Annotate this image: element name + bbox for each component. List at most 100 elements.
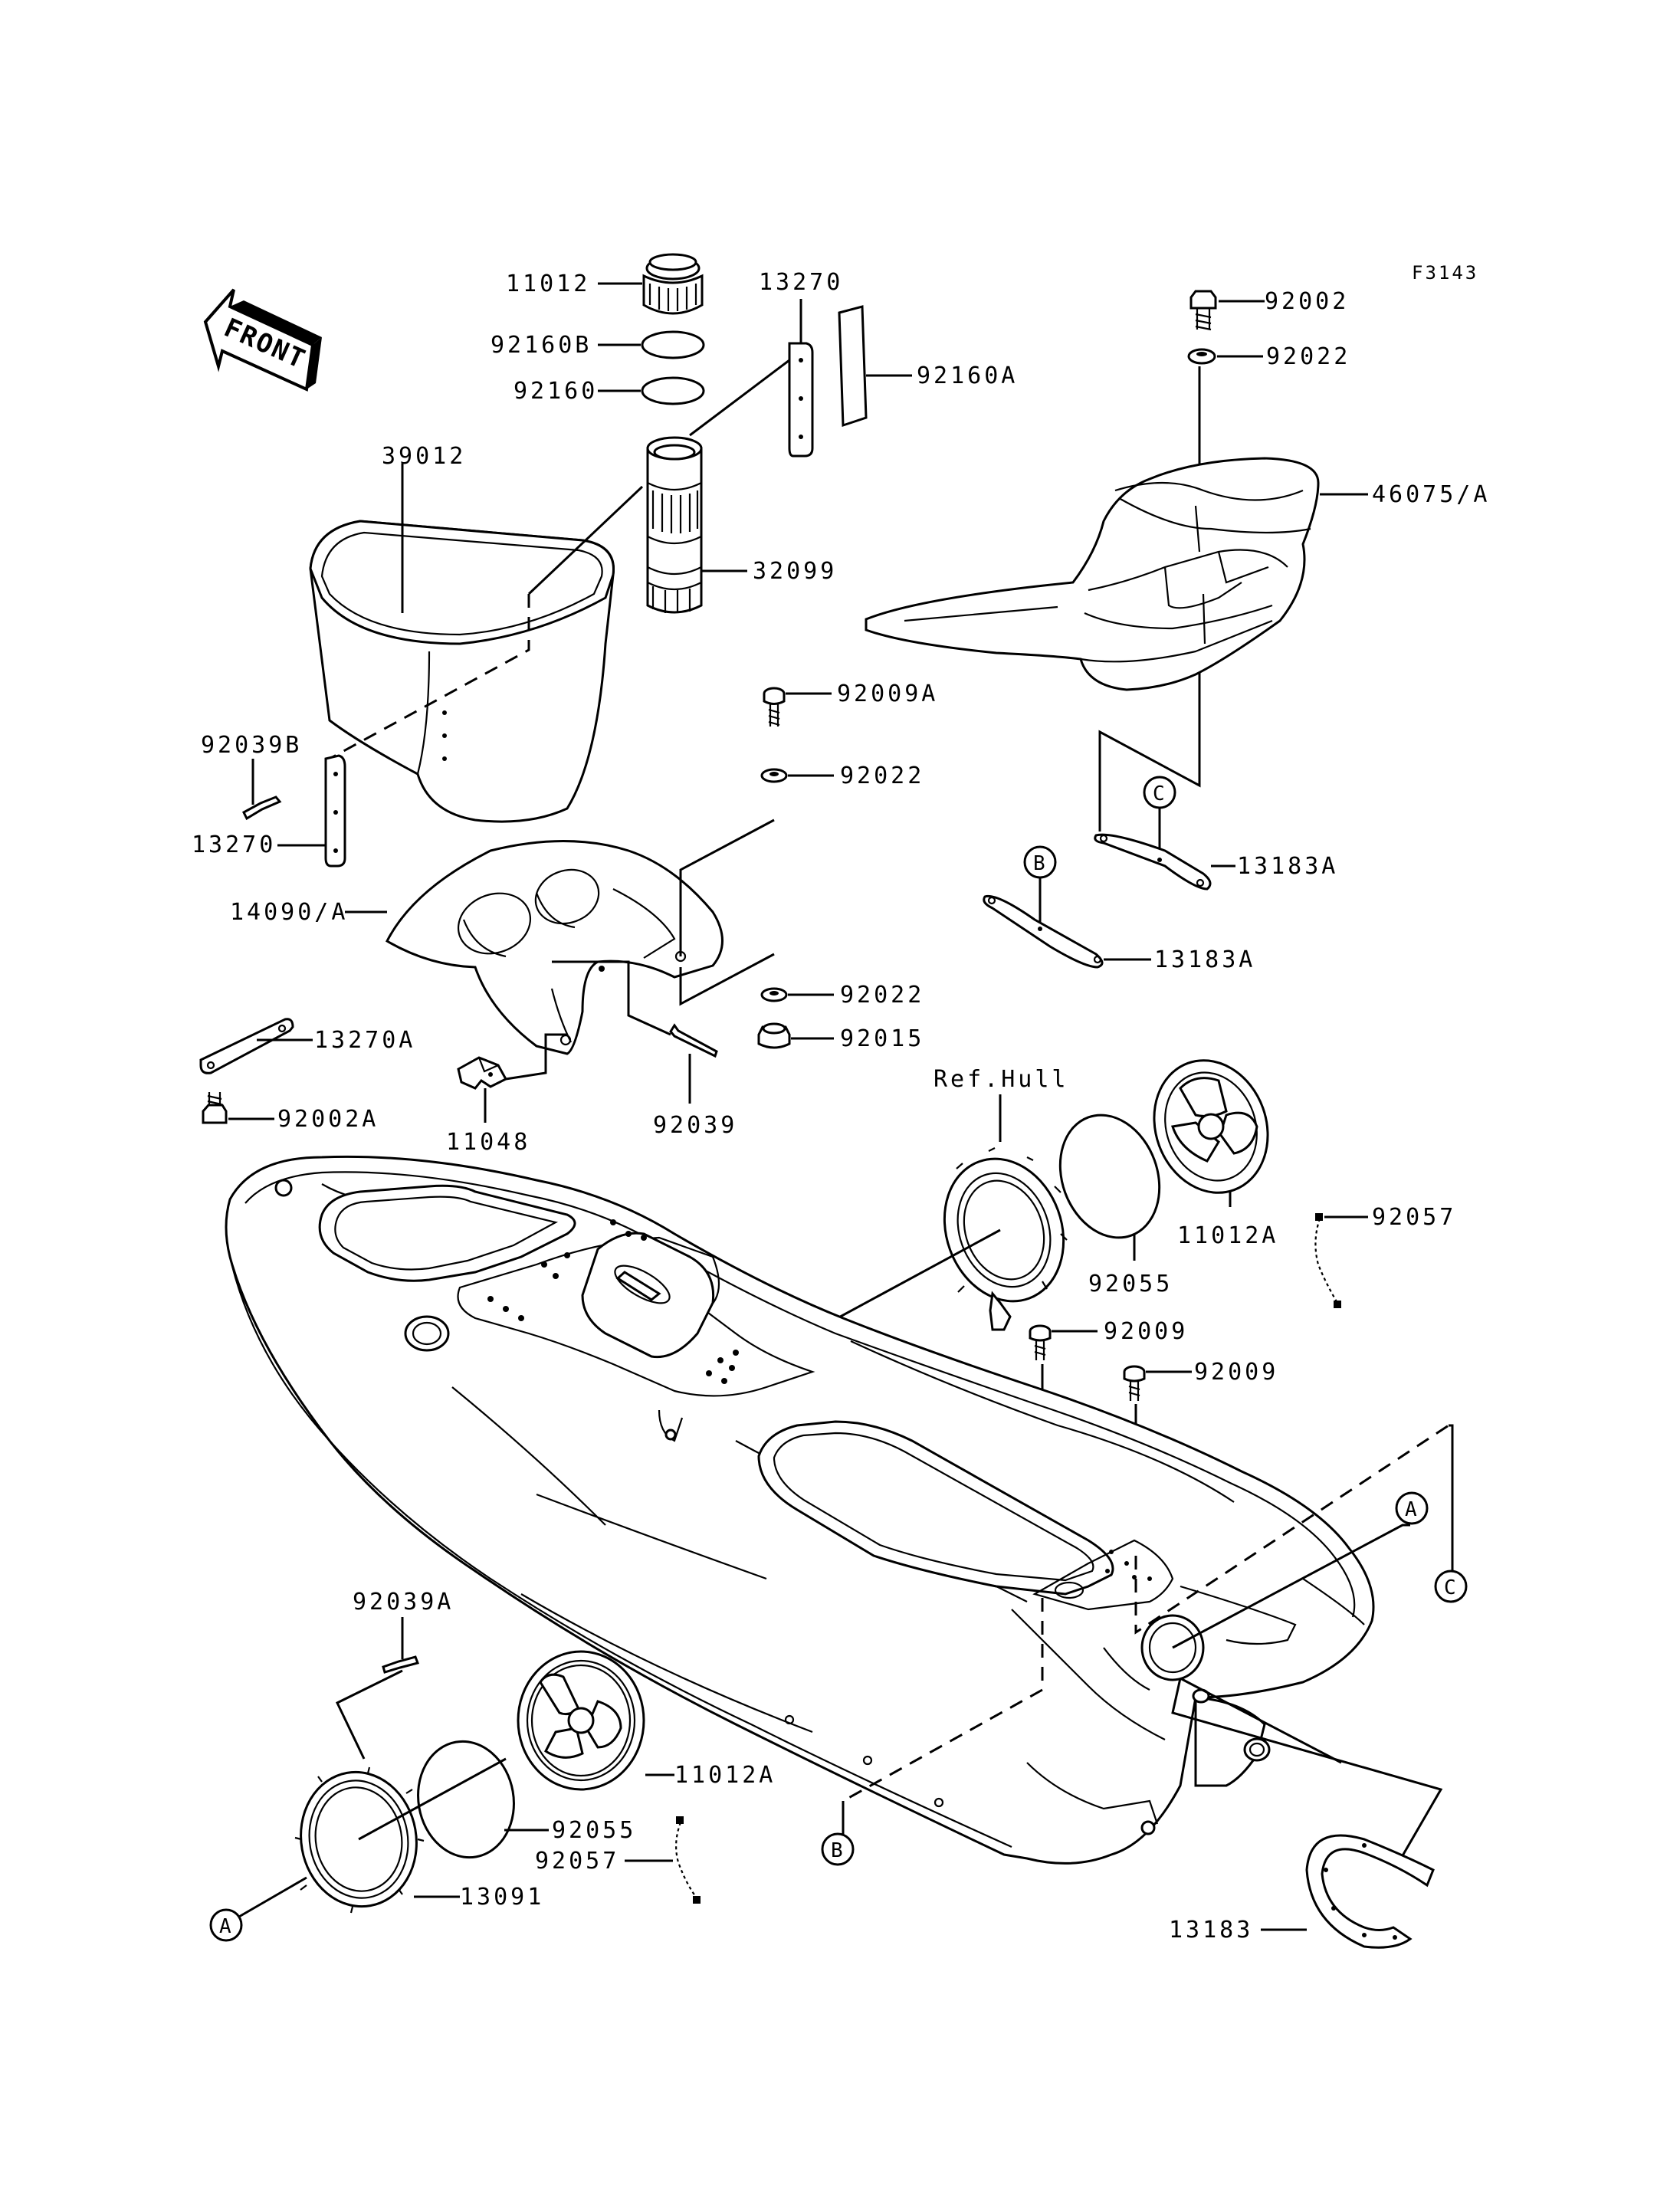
plate-13270A-drawing xyxy=(199,1018,294,1074)
label-92057-left: 92057 xyxy=(535,1848,619,1875)
marker-A-right-label: A xyxy=(1405,1498,1417,1521)
label-92055-right: 92055 xyxy=(1088,1271,1173,1297)
label-39012: 39012 xyxy=(382,443,466,470)
label-92009-b: 92009 xyxy=(1194,1359,1278,1386)
label-92055-left: 92055 xyxy=(552,1817,636,1844)
leader-plate-to-tube xyxy=(689,359,790,437)
filler-tube-drawing xyxy=(646,436,703,614)
label-13270-left: 13270 xyxy=(192,832,276,858)
label-11012: 11012 xyxy=(506,271,590,297)
washer-92022-mid-drawing xyxy=(760,768,788,783)
label-92160: 92160 xyxy=(514,378,598,405)
nut-92015-drawing xyxy=(757,1022,791,1049)
dash-bucket-to-plate xyxy=(329,594,530,760)
label-13183A-upper: 13183A xyxy=(1237,853,1338,880)
hatch-cover-left-drawing xyxy=(517,1650,645,1791)
label-92022-low: 92022 xyxy=(840,982,924,1009)
leader-bucket-to-tube xyxy=(527,485,644,595)
leader-rivet-to-ring xyxy=(336,1669,403,1760)
label-13270A: 13270A xyxy=(314,1027,415,1054)
hatch-ring-drawing xyxy=(943,1147,1068,1331)
leader-A-bottom xyxy=(233,1876,307,1921)
screw-92009-a-drawing xyxy=(1029,1324,1052,1360)
marker-B-bottom xyxy=(821,1832,855,1866)
marker-C-top-label: C xyxy=(1153,782,1165,805)
leader-hull-to-13183 xyxy=(1171,1678,1443,1863)
bolt-92002-drawing xyxy=(1189,290,1217,331)
leader-cover-to-rivet xyxy=(552,960,671,1036)
label-11048: 11048 xyxy=(446,1129,530,1156)
marker-C-right xyxy=(1434,1570,1468,1603)
label-92009A: 92009A xyxy=(837,681,938,707)
leader-bracket-to-cover xyxy=(505,1033,567,1081)
leader-cover-to-washer-low xyxy=(679,953,775,1006)
bolt-92002A-drawing xyxy=(202,1092,228,1124)
label-13091: 13091 xyxy=(460,1884,544,1911)
gasket-92160B-drawing xyxy=(641,330,705,359)
washer-92022-low-drawing xyxy=(760,987,788,1002)
washer-92022-top-drawing xyxy=(1187,348,1216,365)
label-92002: 92002 xyxy=(1265,288,1349,315)
gasket-92160-drawing xyxy=(641,376,705,405)
gasket-92055-right-drawing xyxy=(1058,1114,1161,1239)
label-14090A: 14090/A xyxy=(230,899,348,926)
leader-A-right xyxy=(1172,1524,1410,1649)
label-46075A: 46075/A xyxy=(1372,481,1490,508)
screw-92009-b-drawing xyxy=(1123,1365,1146,1401)
leader-pole-to-strip xyxy=(1098,690,1201,832)
strip-13183A-lower-drawing xyxy=(983,894,1104,969)
front-arrow-icon: FRONT xyxy=(203,288,322,392)
label-11012A-left: 11012A xyxy=(674,1762,776,1789)
cord-92057-right-drawing xyxy=(1314,1213,1341,1308)
label-92057-right: 92057 xyxy=(1372,1204,1456,1231)
screw-92009A-drawing xyxy=(763,687,786,727)
strip-13183A-upper-drawing xyxy=(1094,833,1212,891)
label-13270-top: 13270 xyxy=(759,269,843,296)
marker-A-bottom-label: A xyxy=(219,1915,231,1938)
instrument-cover-drawing xyxy=(386,840,724,1055)
label-92015: 92015 xyxy=(840,1025,924,1052)
hatch-cover-right-drawing xyxy=(1153,1059,1269,1194)
label-13183A-lower: 13183A xyxy=(1154,946,1255,973)
marker-A-right xyxy=(1395,1491,1429,1525)
handle-pole-drawing xyxy=(865,457,1320,691)
label-92002A: 92002A xyxy=(277,1106,379,1133)
marker-C-right-label: C xyxy=(1444,1576,1456,1599)
marker-A-bottom xyxy=(209,1908,243,1942)
rivet-92039A-drawing xyxy=(382,1655,419,1674)
figure-code: F3143 xyxy=(1412,262,1478,284)
label-92160B: 92160B xyxy=(491,332,592,359)
label-92022-top: 92022 xyxy=(1266,343,1350,370)
bracket-11048-drawing xyxy=(457,1056,508,1090)
label-92160A: 92160A xyxy=(917,362,1018,389)
fuel-cap-drawing xyxy=(642,253,704,315)
label-92039A: 92039A xyxy=(353,1589,454,1615)
leader-hull-to-ring xyxy=(1180,1677,1342,1764)
label-92022-mid: 92022 xyxy=(840,763,924,789)
label-92039B: 92039B xyxy=(201,732,302,759)
label-92039: 92039 xyxy=(653,1112,737,1139)
storage-bucket-drawing xyxy=(309,520,615,823)
dash-hull-to-B xyxy=(842,1598,1044,1802)
marker-B-bottom-label: B xyxy=(831,1839,843,1862)
label-32099: 32099 xyxy=(753,558,837,585)
rivet-92039-drawing xyxy=(669,1023,718,1058)
label-11012A-right: 11012A xyxy=(1177,1222,1278,1249)
rivet-92039B-drawing xyxy=(242,795,282,821)
leader-ring-to-hull xyxy=(815,1228,1001,1331)
leader-ring-to-cover xyxy=(358,1757,507,1841)
marker-B-top-label: B xyxy=(1033,852,1045,875)
leader-C-right xyxy=(1449,1424,1454,1571)
hull-drawing xyxy=(225,1155,1375,1865)
dash-hull-to-C xyxy=(1134,1424,1449,1635)
ref-hull-label: Ref.Hull xyxy=(934,1066,1069,1093)
cord-92057-left-drawing xyxy=(675,1816,701,1904)
pad-92160A-drawing xyxy=(838,305,868,428)
label-92009-a: 92009 xyxy=(1104,1318,1188,1345)
leader-cover-to-washer xyxy=(679,818,775,956)
retainer-ring-13183-drawing xyxy=(1305,1834,1435,1949)
label-13183: 13183 xyxy=(1169,1917,1253,1944)
gasket-92055-left-drawing xyxy=(417,1740,515,1859)
